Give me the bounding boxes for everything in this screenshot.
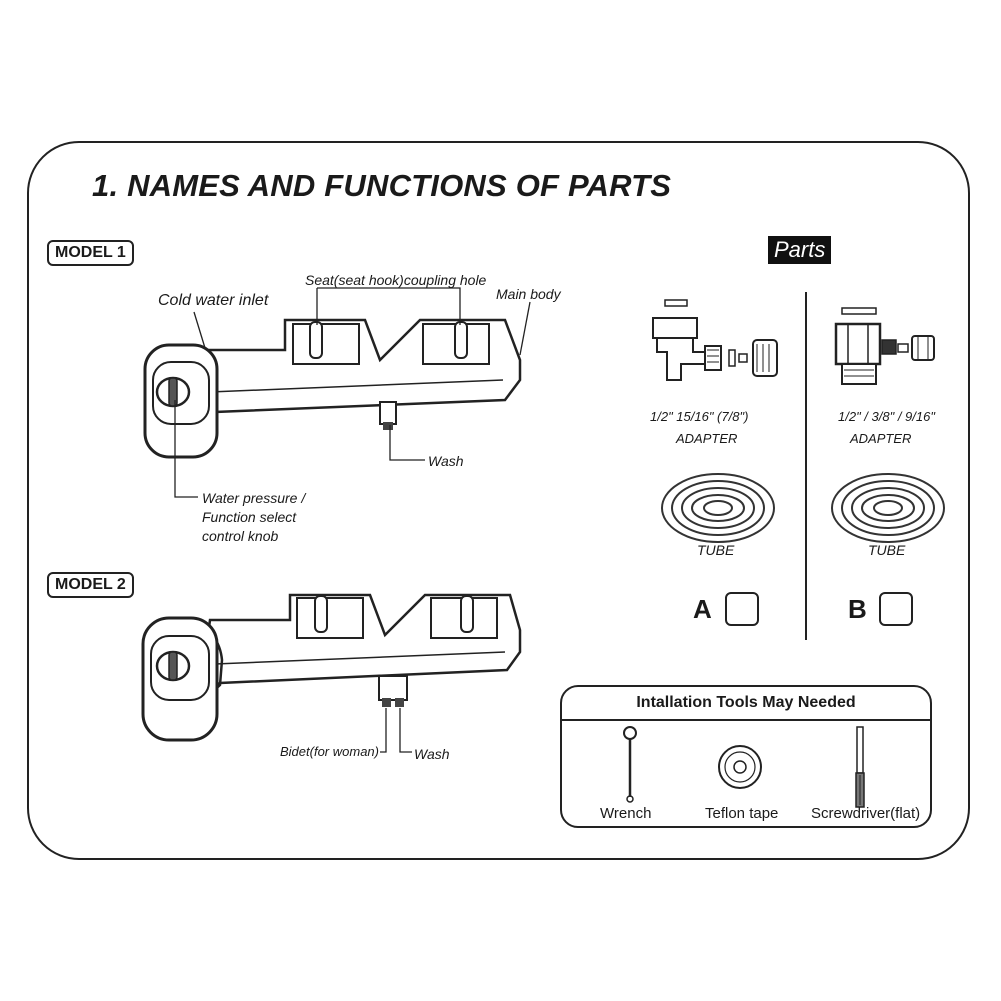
parts-heading: Parts <box>768 236 832 264</box>
knob-label-line2: Function select <box>202 509 297 525</box>
screwdriver-icon <box>855 726 865 808</box>
kit-b-checkbox[interactable] <box>879 592 913 626</box>
bidet-label: Bidet(for woman) <box>280 744 379 759</box>
teflon-tape-icon <box>718 745 762 789</box>
tube-a-icon <box>661 473 775 543</box>
kit-b-letter: B <box>848 594 867 624</box>
kit-b-sizes: 1/2" / 3/8" / 9/16" <box>838 409 935 424</box>
page-title: 1. NAMES AND FUNCTIONS OF PARTS <box>92 168 672 203</box>
kit-a-checkbox[interactable] <box>725 592 759 626</box>
kit-a-sizes: 1/2" 15/16" (7/8") <box>650 409 749 424</box>
outer-frame <box>27 141 970 860</box>
tube-b-icon <box>831 473 945 543</box>
knob-label-line1: Water pressure / <box>202 490 306 506</box>
parts-divider <box>805 292 807 640</box>
adapter-b-icon <box>834 307 935 385</box>
model2-tag: MODEL 2 <box>47 572 134 598</box>
cold-water-inlet-label: Cold water inlet <box>158 292 269 309</box>
knob-label-line3: control knob <box>202 528 279 544</box>
kit-a-tube-label: TUBE <box>697 542 735 558</box>
tools-box: Intallation Tools May Needed Wrench Tefl… <box>560 685 932 828</box>
wrench-icon <box>623 726 637 803</box>
tool-teflon-label: Teflon tape <box>705 805 779 822</box>
tool-screwdriver-label: Screwdriver(flat) <box>811 805 921 822</box>
tool-wrench-label: Wrench <box>600 805 652 822</box>
model1-tag: MODEL 1 <box>47 240 134 266</box>
tools-title: Intallation Tools May Needed <box>562 687 930 721</box>
main-body-label: Main body <box>496 286 561 302</box>
kit-a-letter: A <box>693 594 712 624</box>
model2-bidet-illustration <box>141 593 522 742</box>
model1-bidet-illustration <box>143 318 522 459</box>
kit-a-adapter-label: ADAPTER <box>676 431 738 446</box>
coupling-hole-label: Seat(seat hook)coupling hole <box>305 272 487 288</box>
kit-b-tube-label: TUBE <box>868 542 906 558</box>
model2-wash-label: Wash <box>414 746 450 762</box>
adapter-a-icon <box>652 299 778 381</box>
kit-b-adapter-label: ADAPTER <box>850 431 912 446</box>
model1-wash-label: Wash <box>428 453 464 469</box>
